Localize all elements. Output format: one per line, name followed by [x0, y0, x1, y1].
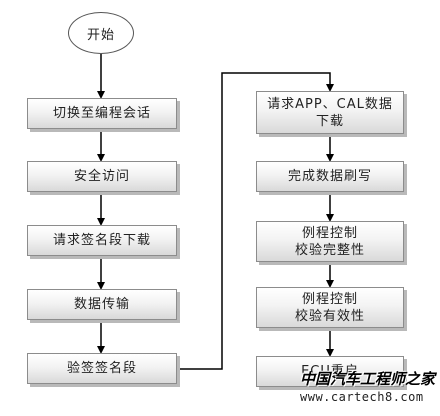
step-complete-flash: 完成数据刷写: [256, 161, 404, 192]
start-node: 开始: [68, 12, 134, 54]
step-label: 安全访问: [73, 169, 130, 184]
step-label: 请求签名段下载: [52, 233, 151, 248]
step-label: ECU重启: [301, 364, 359, 379]
step-ecu-reset: ECU重启: [256, 356, 404, 387]
arrow-left-to-right: [177, 72, 334, 370]
watermark-title: 中国汽车工程师之家: [300, 370, 436, 388]
step-label: 请求APP、CAL数据 下载: [267, 96, 393, 129]
step-security-access: 安全访问: [27, 161, 177, 192]
step-label: 数据传输: [73, 297, 130, 312]
step-data-transfer: 数据传输: [27, 289, 177, 320]
step-routine-check-validity: 例程控制 校验有效性: [256, 287, 404, 328]
step-verify-signature: 验签签名段: [27, 353, 177, 384]
step-request-signature-download: 请求签名段下载: [27, 225, 177, 256]
step-label: 完成数据刷写: [287, 169, 372, 184]
step-request-app-cal-download: 请求APP、CAL数据 下载: [256, 91, 404, 134]
step-switch-programming-session: 切换至编程会话: [27, 98, 177, 129]
watermark-url: www.cartech8.com: [300, 390, 424, 404]
step-label: 例程控制 校验有效性: [294, 291, 365, 324]
step-label: 切换至编程会话: [52, 106, 151, 121]
step-label: 验签签名段: [66, 361, 137, 376]
step-label: 例程控制 校验完整性: [294, 225, 365, 258]
start-label: 开始: [86, 27, 115, 43]
step-routine-check-integrity: 例程控制 校验完整性: [256, 221, 404, 262]
